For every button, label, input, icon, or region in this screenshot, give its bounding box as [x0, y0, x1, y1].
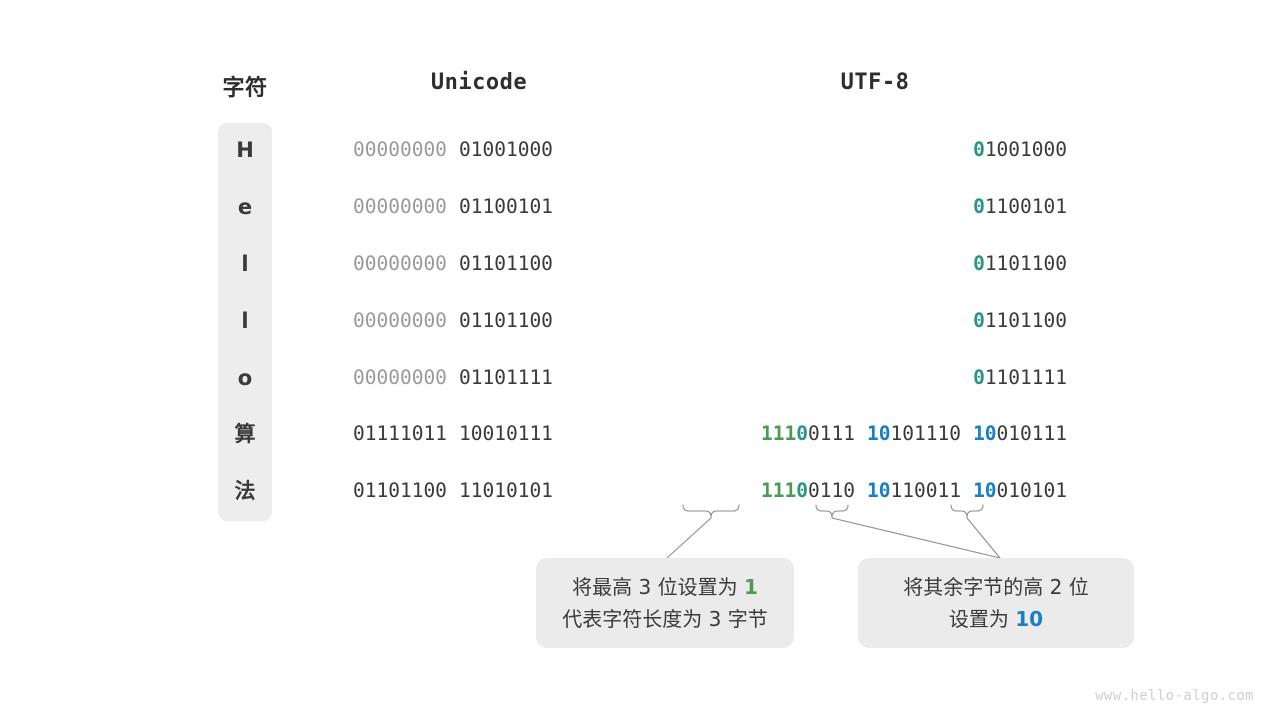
unicode-byte-low: 01101111: [459, 366, 553, 389]
utf8-value: 01100101: [683, 194, 1067, 220]
utf8-payload-bits: 1101111: [984, 366, 1067, 389]
utf8-value: 01101111: [683, 365, 1067, 391]
callout-text: 代表字符长度为 3 字节: [562, 607, 768, 631]
utf8-value: 01101100: [683, 308, 1067, 334]
unicode-byte-low: 01101100: [459, 309, 553, 332]
unicode-byte-high: 01101100: [353, 479, 447, 502]
callout-emphasis: 10: [1015, 607, 1044, 631]
character-cell: o: [237, 366, 253, 390]
utf8-payload-bits: 1100101: [984, 195, 1067, 218]
utf8-payload-bits: 010111: [996, 422, 1067, 445]
character-cell: H: [236, 138, 254, 162]
character-column-panel: [218, 123, 272, 521]
unicode-value: 00000000 01101111: [353, 365, 605, 391]
column-header-character: 字符: [222, 76, 268, 101]
unicode-byte-high: 00000000: [353, 195, 447, 218]
utf8-length-terminator-bit: 0: [796, 422, 808, 445]
unicode-byte-low: 11010101: [459, 479, 553, 502]
unicode-byte-high: 00000000: [353, 138, 447, 161]
callout-line: 将最高 3 位设置为 1: [572, 571, 758, 603]
unicode-value: 01111011 10010111: [353, 421, 605, 447]
character-cell: 算: [234, 422, 256, 446]
utf8-length-marker-bits: 111: [761, 479, 797, 502]
brace-third-byte: [950, 504, 984, 518]
utf8-prefix-bits: 0: [973, 366, 985, 389]
character-cell: e: [237, 195, 253, 219]
unicode-byte-low: 01101100: [459, 252, 553, 275]
utf8-value: 01001000: [683, 137, 1067, 163]
unicode-byte-high: 00000000: [353, 366, 447, 389]
unicode-value: 00000000 01101100: [353, 308, 605, 334]
unicode-byte-low: 01100101: [459, 195, 553, 218]
brace-leading-byte: [682, 504, 740, 518]
utf8-continuation-prefix: 10: [973, 479, 997, 502]
utf8-payload-bits: 010101: [996, 479, 1067, 502]
callout-box-length-prefix: 将最高 3 位设置为 1 代表字符长度为 3 字节: [536, 558, 794, 648]
unicode-value: 00000000 01101100: [353, 251, 605, 277]
utf8-prefix-bits: 0: [973, 309, 985, 332]
column-header-unicode: Unicode: [430, 70, 528, 95]
utf8-payload-bits: 1001000: [984, 138, 1067, 161]
leader-line-callout-1: [666, 517, 712, 559]
utf8-payload-bits: 0110: [808, 479, 855, 502]
callout-line: 代表字符长度为 3 字节: [562, 603, 767, 635]
utf8-prefix-bits: 0: [973, 138, 985, 161]
character-cell: l: [241, 309, 249, 333]
callout-text: 设置为: [948, 607, 1016, 631]
unicode-byte-high: 00000000: [353, 252, 447, 275]
callout-text: 将最高 3 位设置为: [572, 575, 744, 599]
callout-line: 将其余字节的高 2 位: [903, 571, 1088, 603]
character-cell: 法: [234, 479, 256, 503]
callout-line: 设置为 10: [949, 603, 1043, 635]
utf8-payload-bits: 1101100: [984, 309, 1067, 332]
column-header-utf8: UTF-8: [840, 70, 910, 95]
utf8-value: 01101100: [683, 251, 1067, 277]
unicode-byte-low: 01001000: [459, 138, 553, 161]
unicode-byte-high: 01111011: [353, 422, 447, 445]
unicode-byte-high: 00000000: [353, 309, 447, 332]
watermark: www.hello-algo.com: [1095, 688, 1254, 704]
leader-line-callout-2a: [831, 517, 1001, 559]
utf8-prefix-bits: 0: [973, 195, 985, 218]
utf8-payload-bits: 0111: [808, 422, 855, 445]
brace-second-byte: [815, 504, 849, 518]
utf8-continuation-prefix: 10: [867, 479, 891, 502]
utf8-payload-bits: 110011: [890, 479, 961, 502]
unicode-value: 00000000 01100101: [353, 194, 605, 220]
utf8-length-marker-bits: 111: [761, 422, 797, 445]
utf8-payload-bits: 101110: [890, 422, 961, 445]
utf8-continuation-prefix: 10: [867, 422, 891, 445]
unicode-value: 00000000 01001000: [353, 137, 605, 163]
unicode-byte-low: 10010111: [459, 422, 553, 445]
utf8-length-terminator-bit: 0: [796, 479, 808, 502]
utf8-payload-bits: 1101100: [984, 252, 1067, 275]
character-cell: l: [241, 252, 249, 276]
unicode-value: 01101100 11010101: [353, 478, 605, 504]
callout-box-continuation-prefix: 将其余字节的高 2 位 设置为 10: [858, 558, 1134, 648]
utf8-prefix-bits: 0: [973, 252, 985, 275]
callout-text: 将其余字节的高 2 位: [903, 575, 1089, 599]
utf8-continuation-prefix: 10: [973, 422, 997, 445]
leader-line-callout-2b: [966, 517, 1001, 559]
callout-emphasis: 1: [743, 575, 758, 599]
